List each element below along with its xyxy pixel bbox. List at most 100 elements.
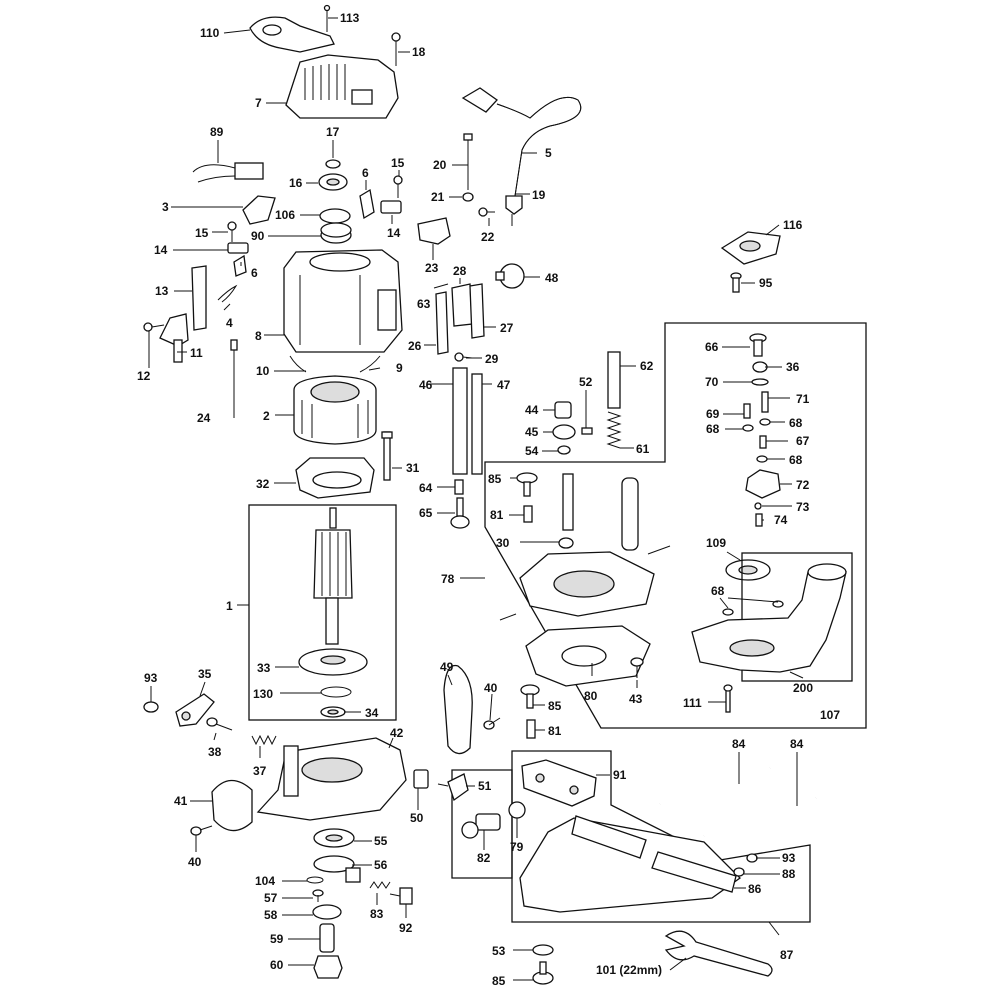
part-54-nut bbox=[557, 445, 571, 455]
part-68-nut-a bbox=[759, 418, 771, 426]
part-33-fan bbox=[298, 648, 368, 676]
part-19-cable-guard bbox=[505, 195, 523, 226]
label-83: 83 bbox=[370, 907, 384, 921]
label-92: 92 bbox=[399, 921, 413, 935]
label-51: 51 bbox=[478, 779, 492, 793]
label-60: 60 bbox=[270, 958, 284, 972]
label-106: 106 bbox=[275, 208, 295, 222]
part-81-spring-b bbox=[526, 719, 536, 739]
part-85-knob-c bbox=[532, 961, 554, 985]
label-81-a: 81 bbox=[490, 508, 504, 522]
base-assembly-group-box bbox=[484, 322, 867, 729]
part-84-rod-left bbox=[659, 766, 771, 806]
part-45-collar bbox=[552, 424, 576, 440]
part-55-bearing bbox=[313, 828, 355, 848]
part-16-bearing bbox=[318, 173, 348, 191]
label-26: 26 bbox=[408, 339, 422, 353]
label-8: 8 bbox=[255, 329, 262, 343]
label-27: 27 bbox=[500, 321, 514, 335]
part-17-washer bbox=[325, 159, 341, 169]
label-74: 74 bbox=[774, 513, 788, 527]
part-34-washer bbox=[320, 706, 346, 718]
label-11: 11 bbox=[190, 346, 203, 360]
part-106-ring bbox=[319, 208, 351, 224]
part-101-wrench bbox=[664, 930, 773, 977]
part-48-knob bbox=[495, 263, 525, 289]
label-46: 46 bbox=[419, 378, 433, 392]
label-84-right: 84 bbox=[790, 737, 804, 751]
part-66-screw bbox=[749, 333, 767, 357]
label-21: 21 bbox=[431, 190, 445, 204]
part-9-wire bbox=[359, 355, 381, 373]
label-66: 66 bbox=[705, 340, 719, 354]
part-104-ring bbox=[306, 876, 324, 884]
part-number-labels: 110 113 18 7 89 17 20 5 15 16 6 21 19 3 … bbox=[137, 11, 840, 988]
part-12-screw bbox=[143, 322, 165, 332]
label-69: 69 bbox=[706, 407, 720, 421]
part-68-nut-d bbox=[722, 600, 784, 616]
label-84-left: 84 bbox=[732, 737, 746, 751]
label-30: 30 bbox=[496, 536, 510, 550]
label-85-b: 85 bbox=[548, 699, 562, 713]
part-74-spring bbox=[755, 513, 763, 527]
part-44-nut bbox=[554, 401, 572, 419]
label-78: 78 bbox=[441, 572, 455, 586]
part-64-spring bbox=[454, 479, 464, 495]
label-116: 116 bbox=[783, 218, 803, 232]
part-42-lower-housing bbox=[256, 737, 407, 821]
part-1-armature bbox=[313, 507, 353, 645]
part-49-handle-right bbox=[443, 664, 473, 755]
label-36: 36 bbox=[786, 360, 800, 374]
part-22-screw bbox=[478, 207, 495, 217]
part-59-collet bbox=[319, 923, 335, 953]
part-83-spring bbox=[369, 881, 391, 889]
part-61-spring bbox=[606, 411, 622, 449]
part-52-key bbox=[581, 427, 593, 435]
label-41: 41 bbox=[174, 794, 188, 808]
part-20-screw bbox=[463, 133, 473, 190]
part-50-plate bbox=[413, 769, 429, 789]
part-93-screw-a bbox=[143, 701, 159, 713]
part-81-spring-a bbox=[523, 505, 533, 523]
label-13: 13 bbox=[155, 284, 169, 298]
label-17: 17 bbox=[326, 125, 340, 139]
label-130: 130 bbox=[253, 687, 273, 701]
part-85-knob-b bbox=[520, 684, 540, 709]
fence-group-box bbox=[451, 769, 513, 879]
label-16: 16 bbox=[289, 176, 303, 190]
label-104: 104 bbox=[255, 874, 275, 888]
part-47-rack bbox=[471, 373, 483, 475]
part-6-clip-left bbox=[233, 254, 247, 277]
label-20: 20 bbox=[433, 158, 447, 172]
part-14-clip-right bbox=[380, 200, 402, 214]
part-56-spindle-lock bbox=[313, 855, 361, 883]
part-58-collar bbox=[312, 904, 342, 920]
label-15-right: 15 bbox=[391, 156, 405, 170]
label-45: 45 bbox=[525, 425, 539, 439]
label-50: 50 bbox=[410, 811, 424, 825]
label-54: 54 bbox=[525, 444, 539, 458]
label-68-c: 68 bbox=[789, 453, 803, 467]
label-29: 29 bbox=[485, 352, 499, 366]
base-pin-right bbox=[621, 477, 639, 551]
label-42: 42 bbox=[390, 726, 404, 740]
label-24: 24 bbox=[197, 411, 211, 425]
label-113: 113 bbox=[340, 11, 360, 25]
label-64: 64 bbox=[419, 481, 433, 495]
part-3-brush-holder bbox=[242, 195, 276, 225]
label-33: 33 bbox=[257, 661, 271, 675]
label-70: 70 bbox=[705, 375, 719, 389]
label-110: 110 bbox=[200, 26, 220, 40]
part-36-nut bbox=[752, 361, 768, 373]
part-88-nut bbox=[733, 867, 745, 877]
label-90: 90 bbox=[251, 229, 265, 243]
part-72-turret bbox=[745, 469, 781, 499]
part-80-sub-base bbox=[525, 625, 651, 687]
label-68-d: 68 bbox=[711, 584, 725, 598]
label-48: 48 bbox=[545, 271, 559, 285]
label-14-left: 14 bbox=[154, 243, 168, 257]
part-15-screw-left bbox=[227, 221, 237, 242]
part-62-depth-rod bbox=[607, 351, 621, 409]
part-10-wire bbox=[289, 355, 307, 373]
